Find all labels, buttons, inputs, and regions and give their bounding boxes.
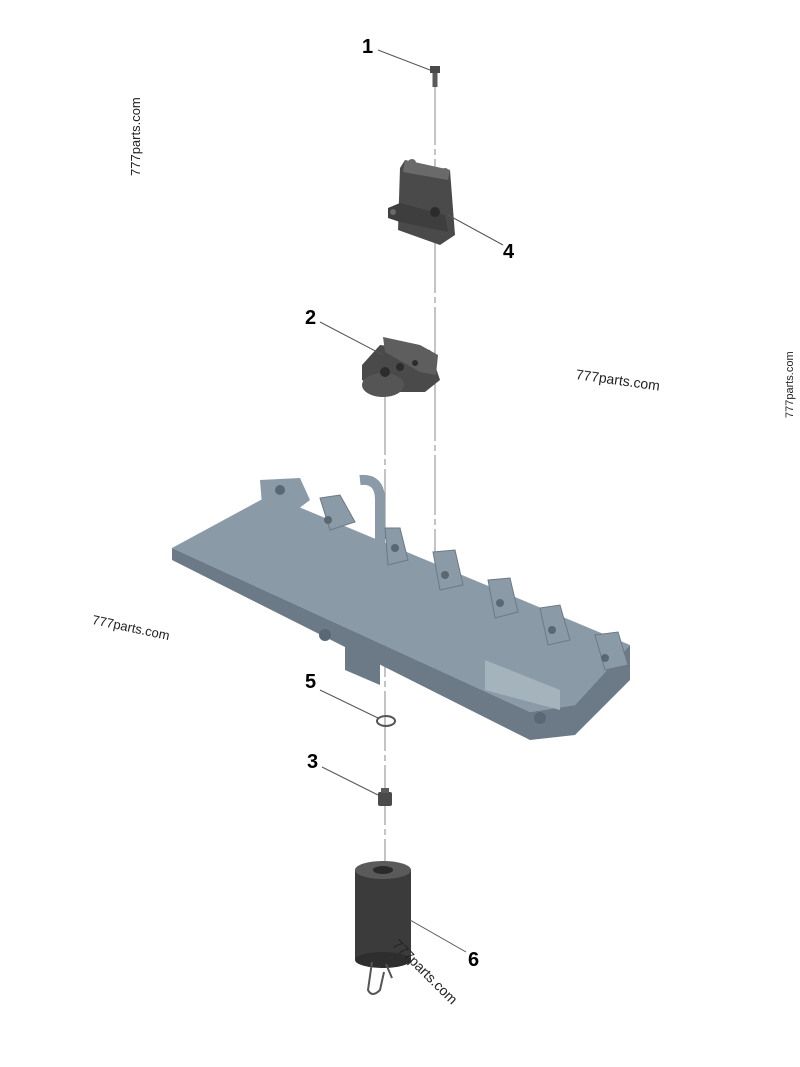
leader-line-4 (447, 214, 504, 246)
watermark: 777parts.com (128, 97, 143, 176)
callout-1: 1 (362, 36, 374, 58)
callout-5: 5 (305, 671, 317, 693)
leader-lines (319, 49, 504, 953)
watermark: 777parts.com (784, 351, 796, 418)
mounting-bracket-part (388, 159, 455, 245)
callout-2: 2 (305, 307, 317, 329)
leader-line-5 (319, 689, 379, 719)
valve-plate-assembly (172, 474, 630, 740)
filter-base-bracket-part (362, 337, 440, 397)
callout-6: 6 (468, 949, 480, 971)
bolt-part (430, 66, 440, 87)
fuel-filter-part (355, 861, 411, 995)
leader-line-6 (409, 919, 467, 953)
leader-line-2 (319, 321, 384, 356)
callout-3: 3 (307, 751, 319, 773)
callout-4: 4 (503, 241, 515, 263)
leader-line-3 (321, 766, 379, 796)
o-ring-part (376, 715, 396, 727)
leader-line-1 (377, 49, 431, 71)
adapter-fitting-part (378, 788, 392, 806)
